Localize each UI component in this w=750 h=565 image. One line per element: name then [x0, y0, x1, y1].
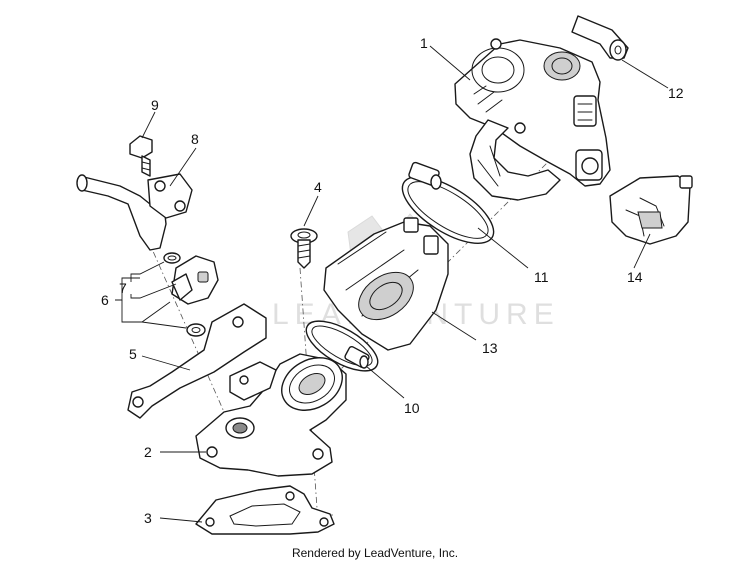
callout-3: 3 — [144, 510, 152, 526]
throttle-body-part-1 — [454, 38, 611, 201]
callout-9: 9 — [151, 97, 159, 113]
callout-7: 7 — [119, 280, 127, 296]
callout-14: 14 — [627, 269, 643, 285]
hose-clamp-part-11 — [401, 161, 495, 244]
render-credit: Rendered by LeadVenture, Inc. — [291, 546, 459, 560]
sensor-part-8 — [76, 173, 193, 251]
callout-13: 13 — [482, 340, 498, 356]
callout-11: 11 — [534, 269, 549, 285]
callout-8: 8 — [191, 131, 199, 147]
callout-12: 12 — [668, 85, 684, 101]
callout-1: 1 — [420, 35, 428, 51]
rubber-cap-part-14 — [609, 175, 693, 245]
callout-10: 10 — [404, 400, 420, 416]
gasket-part-3 — [195, 485, 335, 535]
hose-clamp-part-12 — [571, 15, 629, 61]
callout-2: 2 — [144, 444, 152, 460]
callout-5: 5 — [129, 346, 137, 362]
intake-rubber-part-13 — [323, 217, 449, 351]
leader-lines — [115, 45, 669, 523]
bolt-part-9 — [129, 135, 153, 177]
manifold-part-2 — [195, 353, 347, 477]
callout-labels: 1 12 11 14 13 10 4 9 8 7 6 5 2 3 — [101, 35, 684, 526]
callout-6: 6 — [101, 292, 109, 308]
sensor-group-part-6 — [163, 252, 219, 337]
screw-part-4 — [290, 228, 318, 269]
callout-4: 4 — [314, 179, 322, 195]
bracket-part-5 — [127, 303, 267, 419]
